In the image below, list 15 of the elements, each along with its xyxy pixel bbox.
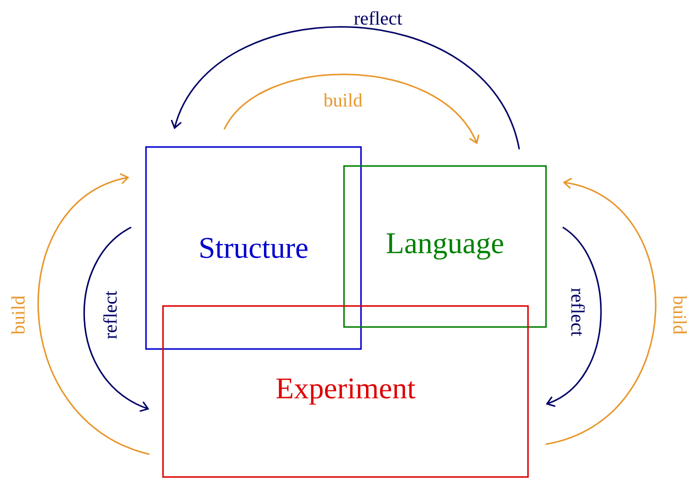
curved-arrow: [546, 178, 656, 445]
curved-arrow: [84, 226, 150, 412]
edge-label: reflect: [102, 290, 118, 340]
box: Structure: [145, 146, 362, 350]
box: Language: [343, 165, 547, 328]
edge-label: reflect: [352, 10, 404, 26]
curved-arrow: [546, 226, 602, 407]
edge-label: build: [322, 92, 364, 108]
edge-label: build: [10, 294, 26, 336]
curved-arrow: [38, 173, 150, 455]
box: Experiment: [162, 305, 529, 478]
edge-label: reflect: [570, 286, 586, 338]
edge-label: build: [672, 294, 688, 336]
curved-arrow: [170, 26, 520, 150]
curved-arrow: [224, 74, 480, 144]
